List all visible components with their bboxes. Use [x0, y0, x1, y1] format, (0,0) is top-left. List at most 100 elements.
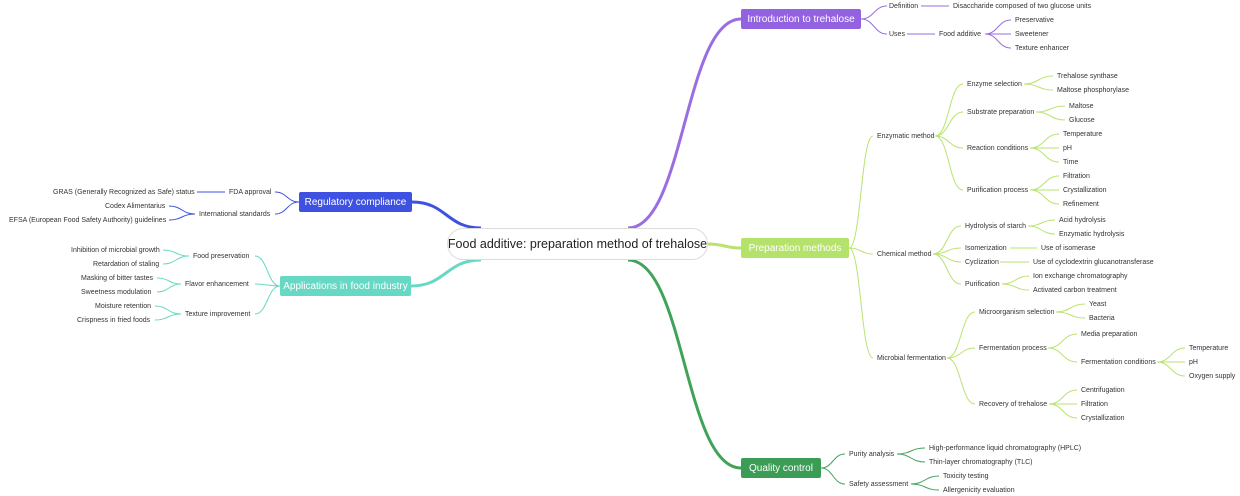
- node-crystallization-2[interactable]: Crystallization: [1081, 415, 1125, 422]
- link-fp-media: [1047, 333, 1078, 349]
- node-preservative[interactable]: Preservative: [1015, 17, 1054, 24]
- link-sub-maltose: [1035, 105, 1066, 113]
- link-fc-oxygen: [1156, 361, 1186, 377]
- link-pres-inhibition: [162, 249, 190, 257]
- link-intro-definition: [860, 5, 888, 20]
- link-pp-refinement: [1029, 189, 1060, 205]
- link-rec-centrifugation: [1048, 389, 1078, 405]
- node-disaccharide[interactable]: Disaccharide composed of two glucose uni…: [953, 3, 1092, 10]
- branch-preparation-methods[interactable]: Preparation methods: [741, 238, 849, 258]
- node-enzymatic-hydrolysis[interactable]: Enzymatic hydrolysis: [1059, 231, 1125, 238]
- branch-quality-control[interactable]: Quality control: [741, 458, 821, 478]
- node-recovery-of-trehalose[interactable]: Recovery of trehalose: [979, 401, 1048, 408]
- node-international-standards[interactable]: International standards: [199, 211, 271, 218]
- node-trehalose-synthase[interactable]: Trehalose synthase: [1057, 73, 1118, 80]
- node-reaction-conditions[interactable]: Reaction conditions: [967, 145, 1029, 152]
- node-crispness-fried[interactable]: Crispness in fried foods: [77, 317, 151, 324]
- branch-applications[interactable]: Applications in food industry: [280, 276, 411, 296]
- node-fermentation-conditions[interactable]: Fermentation conditions: [1081, 359, 1156, 366]
- link-root-intro: [627, 17, 742, 230]
- node-food-preservation[interactable]: Food preservation: [193, 253, 250, 260]
- node-acid-hydrolysis[interactable]: Acid hydrolysis: [1059, 217, 1106, 224]
- node-enzymatic-method[interactable]: Enzymatic method: [877, 133, 935, 140]
- node-yeast[interactable]: Yeast: [1089, 301, 1107, 308]
- node-toxicity-testing[interactable]: Toxicity testing: [943, 473, 989, 480]
- node-sweetener[interactable]: Sweetener: [1015, 31, 1049, 38]
- node-cyclization[interactable]: Cyclization: [965, 259, 999, 266]
- node-uses[interactable]: Uses: [889, 31, 905, 38]
- node-filtration-1[interactable]: Filtration: [1063, 173, 1090, 180]
- link-hyd-enzymatic: [1027, 225, 1056, 235]
- node-ion-exchange[interactable]: Ion exchange chromatography: [1033, 273, 1128, 280]
- node-time[interactable]: Time: [1063, 159, 1079, 166]
- node-hplc[interactable]: High-performance liquid chromatography (…: [929, 445, 1082, 452]
- link-fa-texture: [984, 33, 1012, 49]
- node-food-additive[interactable]: Food additive: [939, 31, 982, 38]
- node-microorganism-selection[interactable]: Microorganism selection: [979, 309, 1055, 316]
- node-filtration-2[interactable]: Filtration: [1081, 401, 1108, 408]
- node-texture-enhancer[interactable]: Texture enhancer: [1015, 45, 1070, 52]
- node-inhibition-microbial[interactable]: Inhibition of microbial growth: [71, 247, 160, 254]
- node-enzyme-selection[interactable]: Enzyme selection: [967, 81, 1022, 88]
- link-app-texture: [254, 285, 281, 315]
- node-fermentation-process[interactable]: Fermentation process: [979, 345, 1047, 352]
- node-ph-2[interactable]: pH: [1189, 359, 1198, 366]
- node-substrate-preparation[interactable]: Substrate preparation: [967, 109, 1035, 116]
- node-media-preparation[interactable]: Media preparation: [1081, 331, 1138, 338]
- link-qc-safety: [820, 467, 846, 485]
- node-purification[interactable]: Purification: [965, 281, 1000, 288]
- link-hyd-acid: [1027, 219, 1056, 227]
- node-sweetness-modulation[interactable]: Sweetness modulation: [81, 289, 152, 296]
- node-safety-assessment[interactable]: Safety assessment: [849, 481, 909, 488]
- link-pur-carbon: [1001, 283, 1030, 291]
- node-tlc[interactable]: Thin-layer chromatography (TLC): [929, 459, 1033, 466]
- node-use-of-cyclodextrin[interactable]: Use of cyclodextrin glucanotransferase: [1033, 259, 1154, 266]
- branch-introduction[interactable]: Introduction to trehalose: [741, 9, 861, 29]
- node-centrifugation[interactable]: Centrifugation: [1081, 387, 1125, 394]
- link-reg-fda: [274, 191, 300, 203]
- node-flavor-enhancement[interactable]: Flavor enhancement: [185, 281, 249, 288]
- node-fda-approval[interactable]: FDA approval: [229, 189, 272, 196]
- node-ph-1[interactable]: pH: [1063, 145, 1072, 152]
- node-retardation-staling[interactable]: Retardation of staling: [93, 261, 160, 268]
- node-maltose[interactable]: Maltose: [1069, 103, 1094, 110]
- node-activated-carbon[interactable]: Activated carbon treatment: [1033, 287, 1117, 294]
- node-glucose[interactable]: Glucose: [1069, 117, 1095, 124]
- node-use-of-isomerase[interactable]: Use of isomerase: [1041, 245, 1096, 252]
- node-crystallization-1[interactable]: Crystallization: [1063, 187, 1107, 194]
- node-moisture-retention[interactable]: Moisture retention: [95, 303, 152, 310]
- node-purification-process[interactable]: Purification process: [967, 187, 1029, 194]
- link-enz-purification: [934, 135, 964, 191]
- node-masking-bitter[interactable]: Masking of bitter tastes: [81, 275, 153, 282]
- node-refinement[interactable]: Refinement: [1063, 201, 1099, 208]
- link-app-flavor: [254, 283, 281, 287]
- root-node[interactable]: Food additive: preparation method of tre…: [447, 228, 708, 260]
- mindmap-links: [154, 5, 1186, 491]
- link-app-preservation: [254, 255, 281, 287]
- link-intro-uses: [860, 18, 888, 35]
- node-chemical-method[interactable]: Chemical method: [877, 251, 932, 258]
- link-sub-glucose: [1035, 111, 1066, 121]
- node-isomerization[interactable]: Isomerization: [965, 245, 1007, 252]
- node-definition[interactable]: Definition: [889, 3, 919, 10]
- link-qc-purity: [820, 453, 846, 469]
- node-texture-improvement[interactable]: Texture improvement: [185, 311, 251, 318]
- link-pa-hplc: [896, 447, 926, 455]
- node-maltose-phosphorylase[interactable]: Maltose phosphorylase: [1057, 87, 1129, 94]
- node-purity-analysis[interactable]: Purity analysis: [849, 451, 895, 458]
- link-pp-filtration: [1029, 175, 1060, 191]
- link-pa-tlc: [896, 453, 926, 463]
- node-hydrolysis-of-starch[interactable]: Hydrolysis of starch: [965, 223, 1027, 230]
- node-oxygen-supply[interactable]: Oxygen supply: [1189, 373, 1236, 380]
- node-temperature-2[interactable]: Temperature: [1189, 345, 1229, 352]
- node-microbial-fermentation[interactable]: Microbial fermentation: [877, 355, 946, 362]
- node-allergenicity-evaluation[interactable]: Allergenicity evaluation: [943, 487, 1015, 494]
- node-efsa[interactable]: EFSA (European Food Safety Authority) gu…: [9, 217, 167, 224]
- node-temperature-1[interactable]: Temperature: [1063, 131, 1103, 138]
- node-codex[interactable]: Codex Alimentarius: [105, 203, 166, 210]
- link-mic-fermentation: [946, 347, 976, 359]
- branch-regulatory-compliance[interactable]: Regulatory compliance: [299, 192, 412, 212]
- node-gras[interactable]: GRAS (Generally Recognized as Safe) stat…: [53, 189, 195, 196]
- node-bacteria[interactable]: Bacteria: [1089, 315, 1115, 322]
